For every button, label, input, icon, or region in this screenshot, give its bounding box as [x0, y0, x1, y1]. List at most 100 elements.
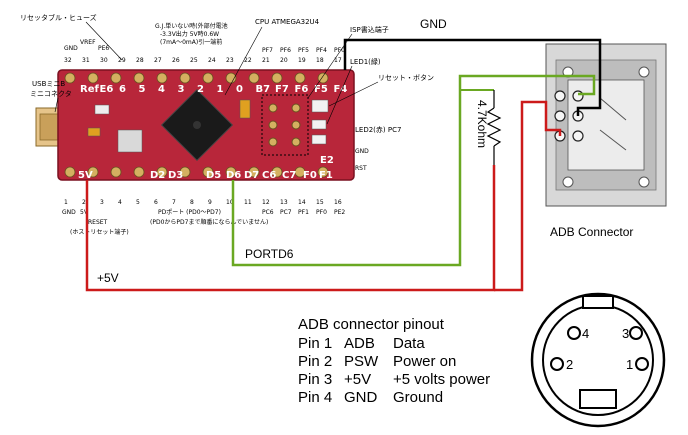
bottom-pin-number: 9 [208, 199, 212, 206]
bottom-port-label: 5V [80, 209, 89, 216]
connector-trace [599, 97, 627, 121]
leader-line [54, 97, 59, 113]
top-pin-number: 19 [298, 57, 306, 64]
top-pads [64, 72, 329, 84]
pad-bottom [110, 166, 122, 178]
pinout-name: GND [344, 389, 378, 406]
top-pin-number: 27 [154, 57, 162, 64]
bottom-port-label: GND [62, 209, 76, 216]
leader-line [328, 81, 379, 107]
pinout-name: +5V [344, 371, 371, 388]
pcb-top-label: F6 [295, 84, 309, 95]
pcb-bottom-label: F1 [319, 170, 333, 181]
bottom-port-label: PF1 [298, 209, 309, 216]
bottom-pin-number: 1 [64, 199, 68, 206]
pad-top [225, 72, 237, 84]
pcb-label-e2: E2 [320, 155, 334, 166]
resistor-label: 4.7Kohm [475, 100, 489, 148]
top-pin-label-pe6: PE6 [98, 45, 109, 52]
data-wire [231, 74, 596, 267]
top-port-label: PF0 [334, 47, 345, 54]
isp-pin [291, 103, 301, 113]
leader-line [85, 21, 123, 61]
minidin-pin-1 [635, 357, 649, 371]
top-pin-number: 21 [262, 57, 270, 64]
top-port-label: PF6 [280, 47, 291, 54]
pad-top [317, 72, 329, 84]
pcb-bottom-label: F0 [303, 170, 317, 181]
portd-label: PDポート (PD0〜PD7) [158, 208, 221, 216]
isp-pin [291, 120, 301, 130]
bottom-pin-number: 7 [172, 199, 176, 206]
mount-hole [638, 66, 650, 78]
pad-top [271, 72, 283, 84]
pcb-bottom-label: 5V [78, 170, 93, 181]
top-pin-number: 31 [82, 57, 90, 64]
pcb-top-label: 1 [217, 84, 224, 95]
pad-top [156, 72, 168, 84]
pcb-top-label: F7 [275, 84, 289, 95]
pad-top [133, 72, 145, 84]
pad-top [110, 72, 122, 84]
power-wire-to-connector [494, 100, 562, 292]
pad-bottom [248, 166, 260, 178]
minidin-pin-3 [629, 326, 643, 340]
pcb-bottom-label: D2 [150, 170, 165, 181]
pinout-desc: Power on [393, 353, 456, 370]
pinout-name: PSW [344, 353, 379, 370]
pcb-bottom-label: D7 [244, 170, 259, 181]
pad-bottom [202, 166, 214, 178]
pad-bottom [156, 166, 168, 178]
top-pin-number: 25 [190, 57, 198, 64]
bottom-pin-number: 15 [316, 199, 324, 206]
top-port-label: PF4 [316, 47, 327, 54]
bottom-pin-number: 11 [244, 199, 252, 206]
top-pin-number: 22 [244, 57, 252, 64]
pcb-bottom-label: C6 [262, 170, 276, 181]
pinout-pin: Pin 4 [298, 389, 332, 406]
connector-trace [599, 129, 627, 151]
pad-bottom [317, 166, 329, 178]
bottom-pin-number: 10 [226, 199, 234, 206]
resistor-4k7 [486, 107, 502, 147]
annot-reset-button: リセット・ボタン [378, 73, 434, 82]
minidin-label-4: 4 [582, 326, 589, 341]
led2 [311, 134, 327, 145]
top-pin-number: 32 [64, 57, 72, 64]
minidin-connector: 4 3 2 1 [530, 292, 666, 428]
minidin-pin-4 [567, 326, 581, 340]
adb-connector-footprint: ADB Connector [545, 43, 667, 239]
isp-header-outline [261, 94, 309, 156]
pad-top [248, 72, 260, 84]
isp-pin [268, 103, 278, 113]
bottom-pin-number: 6 [154, 199, 158, 206]
pinout-pin: Pin 1 [298, 335, 332, 352]
pcb-top-label: F5 [314, 84, 328, 95]
pad-bottom [87, 166, 99, 178]
pad-top [179, 72, 191, 84]
isp-pin [268, 137, 278, 147]
pad-bottom [271, 166, 283, 178]
pad-bottom [64, 166, 76, 178]
bottom-port-label: PC6 [262, 209, 274, 216]
pcb-bottom-label: D3 [168, 170, 183, 181]
top-pin-label-gnd: GND [64, 45, 78, 52]
pad-bottom [294, 166, 306, 178]
pinout-desc: Ground [393, 389, 443, 406]
top-pin-number: 24 [208, 57, 216, 64]
reset-button [311, 99, 329, 113]
pinout-title: ADB connector pinout [298, 316, 445, 333]
bottom-pin-number: 14 [298, 199, 306, 206]
top-pin-number: 28 [136, 57, 144, 64]
annot-reset-fuse: リセッタブル・ヒューズ [20, 13, 97, 22]
fuse-component [94, 104, 110, 115]
pcb-bottom-label: D6 [226, 170, 241, 181]
annot-jumper3: (7mA〜0mA)引一端前 [160, 38, 222, 46]
pinout-name: ADB [344, 335, 375, 352]
pcb-bottom-label: D5 [206, 170, 221, 181]
